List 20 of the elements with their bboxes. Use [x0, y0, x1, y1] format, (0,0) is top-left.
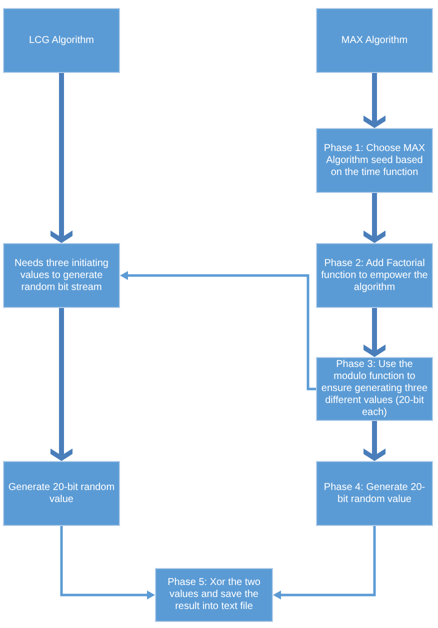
step-label: Phase 2: Add Factorial function to empower the algorithm	[320, 258, 429, 294]
step-label: MAX Algorithm	[341, 34, 408, 46]
step-label: LCG Algorithm	[28, 34, 94, 46]
process-box	[3, 243, 120, 308]
process-box	[3, 461, 120, 526]
step-label: Phase 1: Choose MAX Algorithm seed based on the time function	[322, 142, 426, 178]
process-box	[316, 243, 433, 308]
arrow	[120, 271, 316, 390]
step-label: Needs three initiating values to generate random bit stream	[14, 258, 110, 294]
step-label: Generate 20-bit random value	[7, 482, 116, 506]
process-box	[3, 8, 120, 73]
arrow	[273, 526, 376, 600]
process-box	[155, 568, 273, 622]
process-box	[316, 461, 433, 526]
arrow	[60, 526, 155, 600]
step-label: Phase 5: Xor the two values and save the result into text file	[166, 577, 262, 613]
process-box	[316, 8, 433, 73]
step-label: Phase 3: Use the modulo function to ensure generating three different values (20-bit each)	[320, 359, 429, 419]
process-box	[316, 128, 433, 193]
step-label: Phase 4: Generate 20-bit random value	[322, 482, 426, 506]
